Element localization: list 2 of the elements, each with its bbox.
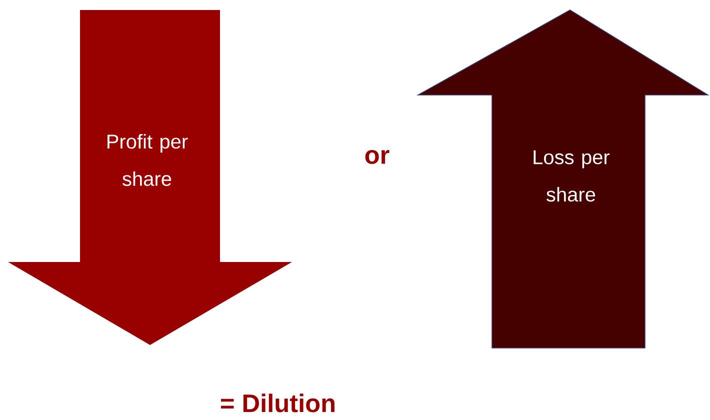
label-text: or	[365, 150, 390, 164]
label-text: = Dilution	[221, 394, 334, 412]
